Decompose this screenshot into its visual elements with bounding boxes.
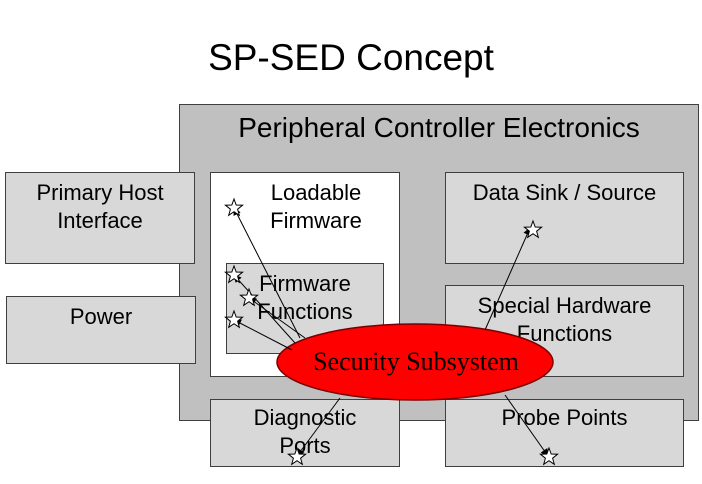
probe-points-box: Probe Points	[445, 399, 684, 467]
power-box: Power	[6, 296, 196, 364]
page-title: SP-SED Concept	[208, 37, 494, 78]
arrow-to-data-sink	[484, 227, 531, 331]
data-sink-source-box: Data Sink / Source	[445, 172, 684, 264]
star-icon	[224, 265, 244, 283]
special-hardware-functions-label: Special Hardware Functions	[477, 293, 652, 346]
star-icon	[539, 447, 559, 465]
arrow-to-firmware-star-2	[248, 297, 306, 339]
security-subsystem-ellipse	[276, 323, 554, 401]
loadable-firmware-label: Loadable Firmware	[270, 180, 362, 233]
primary-host-interface-label: Primary Host Interface	[36, 180, 164, 233]
peripheral-controller-label: Peripheral Controller Electronics	[238, 112, 640, 143]
star-icon	[224, 310, 244, 328]
arrow-to-diagnostic-ports	[296, 397, 341, 457]
star-icon	[224, 198, 244, 216]
data-sink-source-label: Data Sink / Source	[472, 180, 657, 205]
probe-points-label: Probe Points	[501, 405, 628, 430]
firmware-functions-label: Firmware Functions	[257, 271, 353, 324]
security-subsystem-label: Security Subsystem	[313, 347, 519, 376]
arrow-to-firmware-star-3	[233, 319, 293, 351]
arrow-to-probe-points	[504, 394, 549, 457]
power-label: Power	[69, 304, 133, 329]
star-icon	[287, 447, 307, 465]
primary-host-interface-box: Primary Host Interface	[5, 172, 195, 264]
arrow-to-loadable-firmware	[233, 207, 301, 339]
